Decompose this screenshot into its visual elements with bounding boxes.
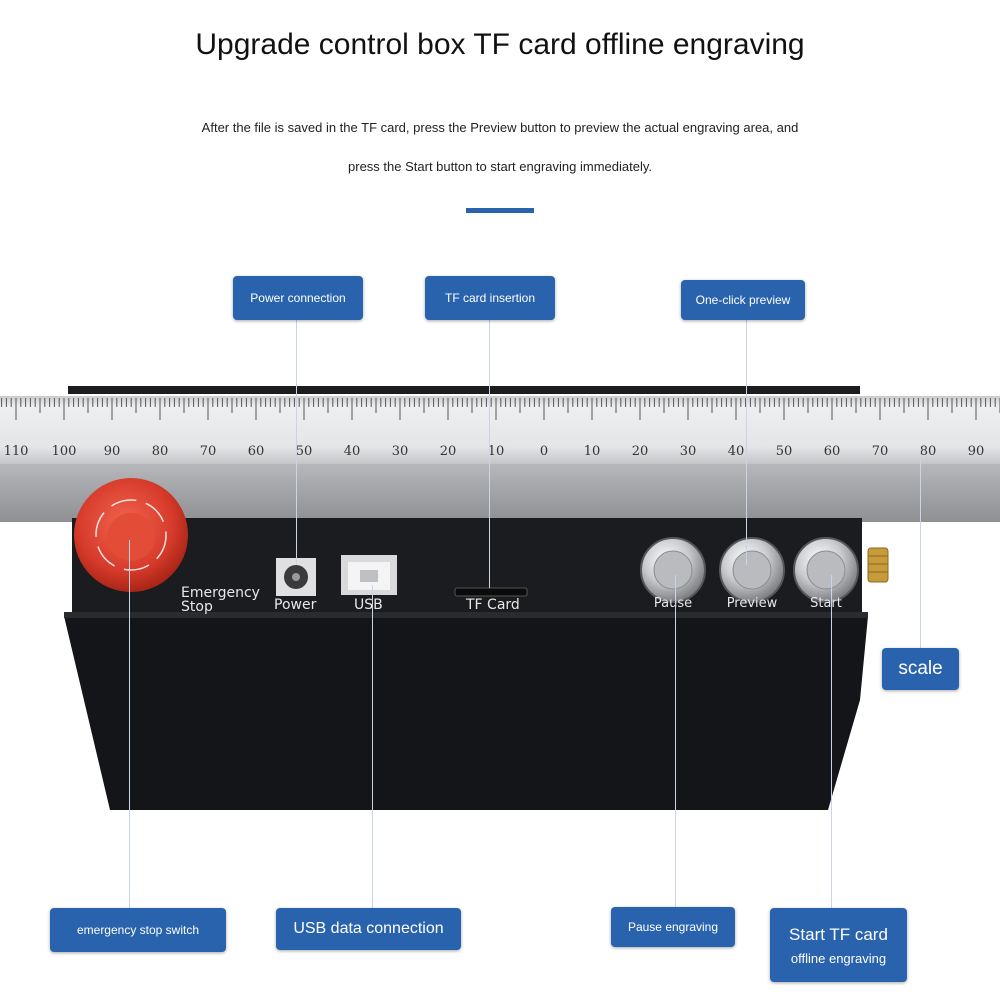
ruler-label: 10: [488, 444, 505, 459]
leader-scale: [920, 450, 921, 650]
ruler-label: 40: [728, 444, 745, 459]
ruler-label: 0: [540, 444, 548, 459]
ruler-label: 90: [968, 444, 985, 459]
tf-card-slot: [454, 587, 528, 597]
callout-tf-card-insertion-text: TF card insertion: [444, 291, 536, 305]
ruler-label: 80: [920, 444, 937, 459]
power-port-label: Power: [274, 597, 317, 613]
callout-one-click-preview: One-click preview: [681, 280, 805, 320]
title-divider: [466, 208, 534, 213]
ruler-label: 100: [52, 444, 77, 459]
leader-preview: [746, 320, 747, 565]
pause-button-label: Pause: [654, 596, 692, 611]
callout-emergency-stop-switch-text: emergency stop switch: [76, 923, 200, 937]
callout-usb-data-connection-text: USB data connection: [293, 920, 444, 937]
emergency-stop-ring: [95, 499, 167, 571]
callout-tf-card-insertion: TF card insertion: [425, 276, 555, 320]
ruler-label: 90: [104, 444, 121, 459]
ruler-ticks: [1, 398, 1000, 420]
leader-power: [296, 320, 297, 565]
callout-start-tf-card-line-2: offline engraving: [790, 950, 887, 966]
device-body-bezel: [64, 612, 868, 618]
device-body-lower: [64, 616, 868, 810]
brass-connector: [867, 547, 889, 583]
emergency-stop-cap: [107, 513, 155, 561]
leader-tf-card: [489, 320, 490, 588]
callout-pause-engraving: Pause engraving: [611, 907, 735, 947]
emergency-stop-label-1: Emergency: [181, 585, 260, 601]
start-button-label: Start: [810, 596, 842, 611]
callout-start-tf-card: Start TF card offline engraving: [770, 908, 907, 982]
page-title: Upgrade control box TF card offline engr…: [195, 28, 805, 61]
leader-pause: [675, 575, 676, 908]
ruler-label: 70: [200, 444, 217, 459]
ruler-label: 30: [680, 444, 697, 459]
callout-emergency-stop-switch: emergency stop switch: [50, 908, 226, 952]
description-line-1: After the file is saved in the TF card, …: [201, 120, 799, 135]
callout-scale: scale: [882, 648, 959, 690]
ruler-label: 10: [584, 444, 601, 459]
callout-scale-text: scale: [898, 658, 943, 679]
leader-usb: [372, 585, 373, 910]
leader-start: [831, 575, 832, 908]
callout-pause-engraving-text: Pause engraving: [627, 920, 719, 934]
callout-one-click-preview-text: One-click preview: [695, 293, 791, 307]
emergency-stop-label-2: Stop: [181, 599, 213, 615]
ruler-label: 50: [296, 444, 313, 459]
leader-emergency: [129, 540, 130, 910]
ruler-label: 110: [4, 444, 29, 459]
ruler-label: 50: [776, 444, 793, 459]
ruler-label: 40: [344, 444, 361, 459]
tf-card-label: TF Card: [465, 597, 520, 613]
ruler-label: 80: [152, 444, 169, 459]
ruler-label: 70: [872, 444, 889, 459]
ruler-label: 30: [392, 444, 409, 459]
preview-button-label: Preview: [727, 596, 778, 611]
ruler-label: 20: [632, 444, 649, 459]
callout-usb-data-connection: USB data connection: [276, 908, 461, 950]
usb-port-label: USB: [354, 597, 383, 613]
ruler-label: 60: [248, 444, 265, 459]
description-line-2: press the Start button to start engravin…: [348, 159, 652, 174]
callout-power-connection-text: Power connection: [250, 291, 346, 305]
callout-power-connection: Power connection: [233, 276, 363, 320]
callout-start-tf-card-line-1: Start TF card: [789, 924, 888, 944]
ruler-label: 20: [440, 444, 457, 459]
ruler-top-strip: [68, 386, 860, 394]
ruler-label: 60: [824, 444, 841, 459]
ruler-scale: [0, 396, 1000, 464]
